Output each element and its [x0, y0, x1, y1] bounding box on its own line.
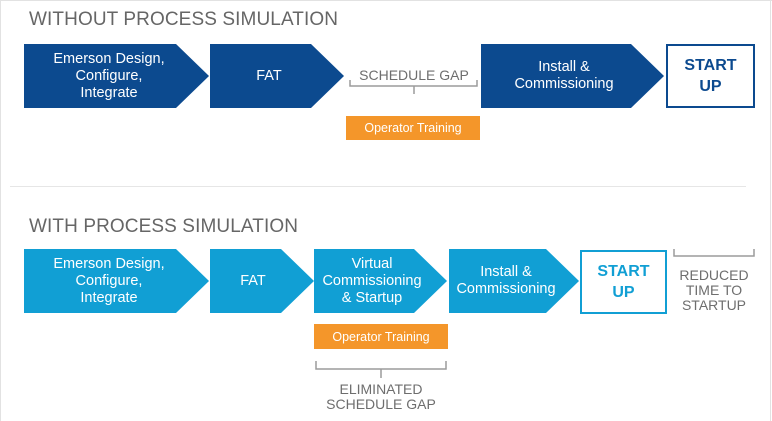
top-operator-training-bar: Operator Training: [346, 116, 480, 140]
bottom-step-fat-label: FAT: [240, 272, 266, 289]
reduced-time-bracket: [673, 249, 755, 257]
reduced-time-label: REDUCED TIME TO STARTUP: [679, 267, 749, 313]
bottom-step-design-label: Emerson Design, Configure, Integrate: [53, 255, 165, 306]
top-section-title: WITHOUT PROCESS SIMULATION: [29, 9, 339, 30]
bottom-step-virtual-chevron: [314, 249, 447, 313]
frame-right-edge: [770, 0, 771, 421]
eliminated-gap-bracket: [315, 361, 447, 378]
frame-top-edge: [0, 0, 772, 1]
top-step-fat-chevron: [210, 44, 344, 108]
top-step-design-chevron: [24, 44, 209, 108]
section-divider: [10, 186, 746, 187]
bottom-start-up-box: START UP: [580, 250, 667, 314]
bottom-step-fat-chevron: [210, 249, 314, 313]
bottom-section-title: WITH PROCESS SIMULATION: [29, 216, 299, 237]
bottom-step-install-label: Install & Commissioning: [456, 264, 556, 297]
top-step-fat-label: FAT: [256, 67, 282, 84]
top-step-design-label: Emerson Design, Configure, Integrate: [53, 50, 165, 101]
eliminated-schedule-gap-label: ELIMINATED SCHEDULE GAP: [326, 381, 436, 412]
frame-left-edge: [0, 0, 1, 421]
bottom-step-install-chevron: [449, 249, 579, 313]
top-step-install-chevron: [481, 44, 664, 108]
bottom-step-virtual-label: Virtual Commissioning & Startup: [322, 255, 422, 306]
top-schedule-gap-bracket: [349, 80, 478, 94]
top-start-up-box: START UP: [666, 44, 755, 108]
top-step-install-label: Install & Commissioning: [514, 59, 614, 92]
schedule-gap-label: SCHEDULE GAP: [359, 67, 469, 83]
bottom-operator-training-bar: Operator Training: [314, 324, 448, 349]
bottom-step-design-chevron: [24, 249, 209, 313]
